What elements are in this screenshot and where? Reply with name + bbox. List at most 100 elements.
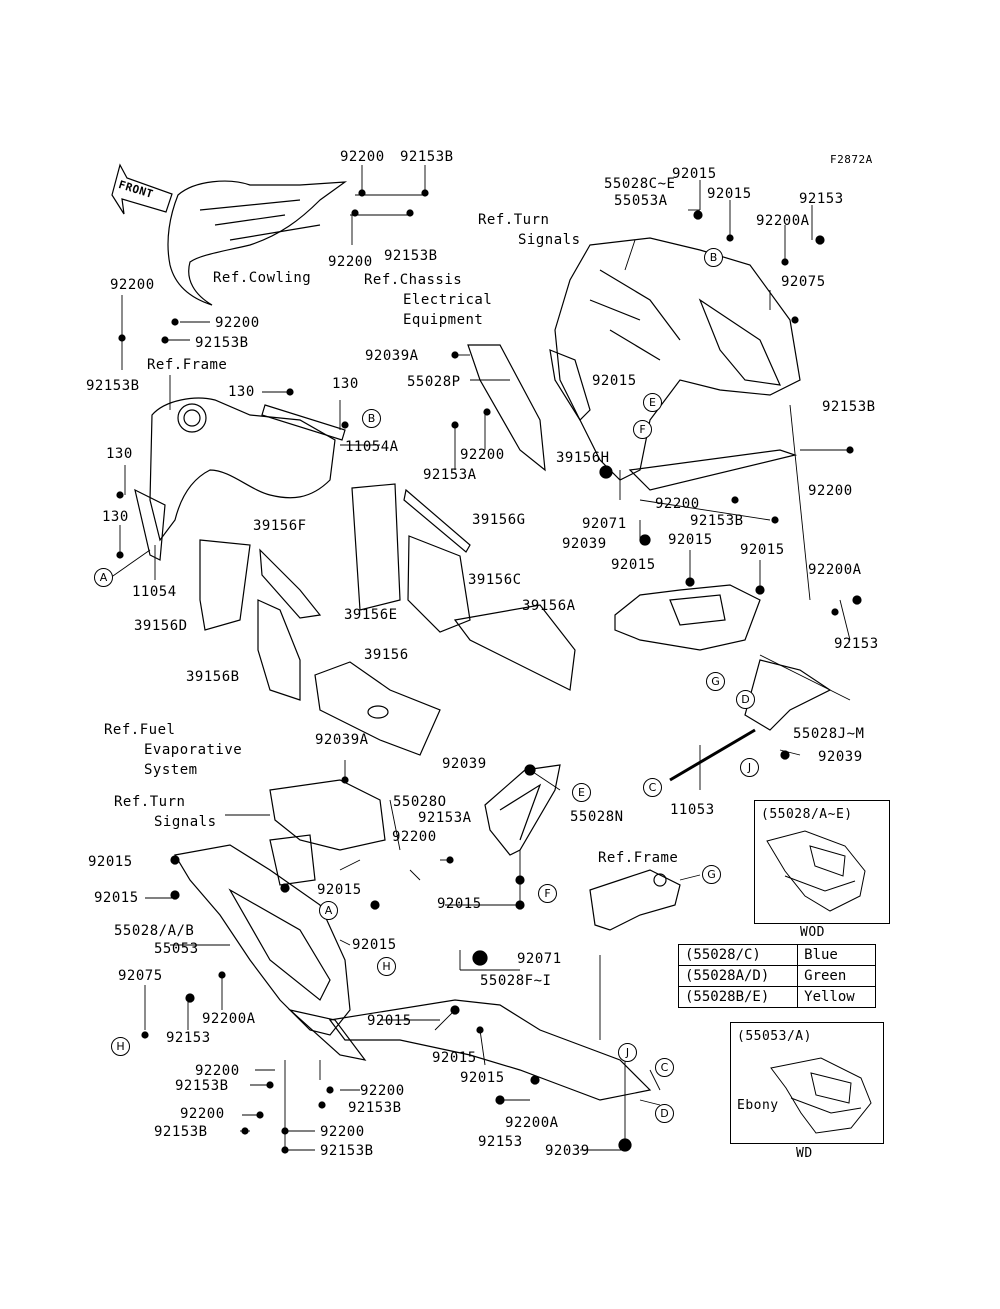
part-label: 92200A — [808, 562, 862, 578]
ref-chassis: Ref.Chassis — [364, 272, 463, 288]
part-label: 92015 — [367, 1013, 412, 1029]
part-label: 55028O — [393, 794, 447, 810]
rod-11053 — [669, 728, 756, 782]
part-label: 11054A — [345, 439, 399, 455]
part-label: 39156 — [364, 647, 409, 663]
part-label: 55028F~I — [480, 973, 552, 989]
color-name: Yellow — [797, 986, 876, 1008]
part-label: 39156C — [468, 572, 522, 588]
part-label: 92153 — [834, 636, 879, 652]
part-label: 130 — [228, 384, 255, 400]
part-label: 92200 — [392, 829, 437, 845]
ref-turn-signals-lower: Ref.Turn — [114, 794, 186, 810]
part-label: 92200 — [110, 277, 155, 293]
part-label: 39156H — [556, 450, 610, 466]
fuel-evap-bracket — [269, 779, 386, 886]
color-row: (55028/C) Blue — [677, 944, 876, 966]
callout-b: B — [362, 409, 381, 428]
part-label: 130 — [102, 509, 129, 525]
part-label: 92200A — [202, 1011, 256, 1027]
part-label: 39156F — [253, 518, 307, 534]
callout-g: G — [706, 672, 725, 691]
part-label: 92153B — [400, 149, 454, 165]
ref-chassis-c: Equipment — [403, 312, 484, 328]
color-name: Blue — [797, 944, 876, 966]
leader-lines — [109, 165, 851, 1151]
callout-d: D — [655, 1104, 674, 1123]
lower-right-cover — [614, 584, 832, 731]
part-label: 92153B — [822, 399, 876, 415]
color-inset-header: (55028/A~E) — [761, 807, 853, 822]
part-label: 39156G — [472, 512, 526, 528]
callout-f: F — [633, 420, 652, 439]
part-label: 92200 — [360, 1083, 405, 1099]
part-label: 92015 — [432, 1050, 477, 1066]
part-label: 92153B — [348, 1100, 402, 1116]
upper-cowl-shape — [167, 180, 348, 306]
part-label: 55053A — [614, 193, 668, 209]
part-label: 39156B — [186, 669, 240, 685]
callout-b: B — [704, 248, 723, 267]
part-label: 92015 — [437, 896, 482, 912]
figure-code: F2872A — [830, 153, 873, 166]
part-label: 55028J~M — [793, 726, 865, 742]
part-label: 39156D — [134, 618, 188, 634]
part-label: 55028/A/B — [114, 923, 195, 939]
callout-a: A — [319, 901, 338, 920]
color-table: (55028/C) Blue (55028A/D) Green (55028B/… — [677, 944, 876, 1008]
ref-frame-upper: Ref.Frame — [147, 357, 228, 373]
part-label: 92015 — [592, 373, 637, 389]
part-label: 92153 — [799, 191, 844, 207]
part-label: 92200 — [180, 1106, 225, 1122]
part-label: 55028N — [570, 809, 624, 825]
color-part: (55028A/D) — [677, 965, 799, 987]
ref-turn-signals-upper-b: Signals — [518, 232, 581, 248]
part-label: 92015 — [352, 937, 397, 953]
color-row: (55028B/E) Yellow — [677, 986, 876, 1008]
part-label: 92200 — [460, 447, 505, 463]
callout-j: J — [740, 758, 759, 777]
part-label: 92153A — [418, 810, 472, 826]
part-label: 92075 — [118, 968, 163, 984]
part-label: 130 — [332, 376, 359, 392]
part-label: 92200 — [320, 1124, 365, 1140]
part-label: 92015 — [460, 1070, 505, 1086]
part-label: 92039A — [315, 732, 369, 748]
color-inset-part-drawing — [766, 830, 866, 912]
inner-frame-shape — [134, 397, 346, 561]
callout-h: H — [111, 1037, 130, 1056]
part-label: 55053 — [154, 941, 199, 957]
part-label: 92153B — [175, 1078, 229, 1094]
part-label: 92153A — [423, 467, 477, 483]
ebony-inset-color: Ebony — [737, 1098, 779, 1113]
fasteners — [116, 189, 862, 1154]
part-label: 92153B — [384, 248, 438, 264]
part-label: 92153 — [166, 1030, 211, 1046]
part-label: 92015 — [94, 890, 139, 906]
ebony-inset-part-drawing — [770, 1057, 872, 1134]
callout-j: J — [618, 1043, 637, 1062]
ref-cowling: Ref.Cowling — [213, 270, 312, 286]
ebony-inset: (55053/A) Ebony — [730, 1022, 884, 1144]
callout-f: F — [538, 884, 557, 903]
callout-d: D — [736, 690, 755, 709]
callout-e: E — [643, 393, 662, 412]
part-label: 92200 — [808, 483, 853, 499]
color-part: (55028B/E) — [677, 986, 799, 1008]
color-name: Green — [797, 965, 876, 987]
part-label: 92200A — [505, 1115, 559, 1131]
ebony-inset-header: (55053/A) — [737, 1029, 812, 1044]
part-label: 55028P — [407, 374, 461, 390]
callout-e: E — [572, 783, 591, 802]
part-label: 92015 — [668, 532, 713, 548]
ref-fuel: Ref.Fuel — [104, 722, 176, 738]
part-label: 130 — [106, 446, 133, 462]
insulation-pads — [199, 483, 576, 756]
callout-c: C — [655, 1058, 674, 1077]
ref-fuel-c: System — [144, 762, 198, 778]
part-label: 92200 — [340, 149, 385, 165]
part-label: 92200 — [328, 254, 373, 270]
part-label: 39156A — [522, 598, 576, 614]
